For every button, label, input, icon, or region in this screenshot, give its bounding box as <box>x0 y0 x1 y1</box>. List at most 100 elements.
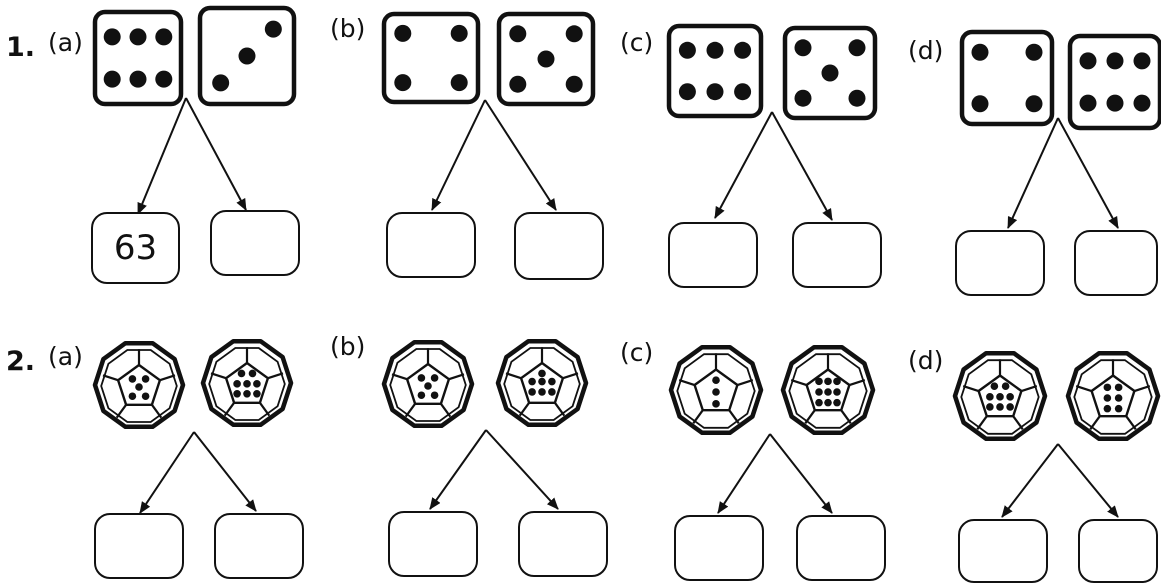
die-pip <box>129 70 147 88</box>
die-pip <box>155 70 173 88</box>
q2-d-die-2 <box>1065 350 1161 442</box>
arrow-right <box>1057 117 1119 229</box>
q1-c-answer-box-2[interactable] <box>792 222 882 288</box>
arrow-right <box>485 429 559 510</box>
q1-a-arrows <box>137 97 247 215</box>
dodecahedron-edge <box>1075 384 1092 393</box>
dodecahedron-dot <box>253 380 261 388</box>
q1-a-answer-box-2[interactable] <box>210 210 300 276</box>
q2-d-answer-box-1[interactable] <box>958 519 1048 583</box>
arrow-left <box>137 97 187 215</box>
dodecahedron-edge <box>448 373 465 381</box>
die-pip <box>706 83 724 101</box>
dodecahedron-dot <box>815 377 823 386</box>
die-pip <box>678 41 696 59</box>
q2-a-answer-box-1[interactable] <box>94 513 184 579</box>
q2-c-answer-box-2[interactable] <box>796 515 886 581</box>
q1-part-c-label: (c) <box>620 28 654 57</box>
dodecahedron-dot <box>824 398 832 407</box>
dodecahedron-dot <box>424 382 432 390</box>
q2-c-answer-box-1[interactable] <box>674 515 764 581</box>
q1-c-answer-box-1[interactable] <box>668 222 758 288</box>
q1-b-arrows <box>431 99 557 211</box>
die-pip <box>264 20 282 38</box>
dodecahedron-edge <box>505 372 522 380</box>
dodecahedron-dot <box>538 369 546 378</box>
q1-b-die-1 <box>381 11 481 105</box>
q1-a-answer-box-1[interactable]: 63 <box>91 212 180 284</box>
die-pip <box>509 75 527 93</box>
q2-d-answer-box-2[interactable] <box>1078 519 1158 583</box>
q2-c-die-1 <box>668 344 764 436</box>
die-pip <box>394 74 412 92</box>
dodecahedron-dot <box>248 369 257 378</box>
arrow-left <box>1001 443 1059 518</box>
dodecahedron-edge <box>678 378 695 387</box>
q2-d-arrows <box>1001 443 1119 518</box>
q2-a-answer-box-2[interactable] <box>214 513 304 579</box>
dodecahedron-dot <box>815 398 823 407</box>
dodecahedron-edge <box>210 372 227 380</box>
q1-b-answer-box-2[interactable] <box>514 212 604 280</box>
dodecahedron-dot <box>996 393 1004 401</box>
q1-b-answer-box-1[interactable] <box>386 212 476 278</box>
dodecahedron-dot <box>538 377 546 386</box>
die-pip <box>509 25 527 43</box>
die-pip <box>1025 95 1043 113</box>
dodecahedron-dot <box>128 375 137 383</box>
q2-b-answer-box-1[interactable] <box>388 511 478 577</box>
q1-d-die-1 <box>959 29 1055 127</box>
dodecahedron-dot <box>1114 404 1123 413</box>
q2-b-arrows <box>429 429 559 510</box>
dodecahedron-dot <box>430 374 439 382</box>
q2-c-die-2 <box>780 344 876 436</box>
die-pip <box>734 41 752 59</box>
die-pip <box>1133 52 1151 70</box>
die-pip <box>678 83 696 101</box>
dodecahedron-dot <box>824 388 832 396</box>
dodecahedron-edge <box>1021 384 1038 393</box>
dodecahedron-dot <box>417 374 426 382</box>
dodecahedron-edge <box>159 374 176 382</box>
q2-b-answer-box-2[interactable] <box>518 511 608 577</box>
dodecahedron-dot <box>712 376 720 384</box>
die-pip <box>1079 94 1097 112</box>
dodecahedron-dot <box>712 400 720 408</box>
q2-part-d-label: (d) <box>908 346 944 375</box>
q2-b-die-1 <box>381 339 475 429</box>
die-pip <box>565 75 583 93</box>
die-pip <box>821 64 839 82</box>
dodecahedron-inner-ring <box>389 348 467 422</box>
dodecahedron-inner-ring <box>1073 359 1153 435</box>
dodecahedron-dot <box>141 392 150 401</box>
q1-c-arrows <box>714 111 833 221</box>
die-pip <box>450 74 468 92</box>
die-outline <box>1067 33 1161 131</box>
q2-part-a-label: (a) <box>48 342 83 371</box>
die-pip <box>794 89 812 107</box>
dodecahedron-edge <box>391 373 408 381</box>
q1-d-answer-box-2[interactable] <box>1074 230 1158 296</box>
q1-part-b-label: (b) <box>330 14 366 43</box>
dodecahedron-edge <box>102 374 119 382</box>
q1-c-die-2 <box>782 25 878 121</box>
q1-d-answer-box-1[interactable] <box>955 230 1045 296</box>
arrow-right <box>771 111 833 221</box>
die-pip <box>848 39 866 57</box>
dodecahedron-dot <box>237 369 246 378</box>
q2-a-die-2 <box>200 338 294 428</box>
dodecahedron-dot <box>986 403 994 411</box>
dodecahedron-dot <box>1114 383 1123 392</box>
dodecahedron-edge <box>1134 384 1151 393</box>
dodecahedron-dot <box>430 391 439 400</box>
die-pip <box>238 47 256 65</box>
die-pip <box>794 39 812 57</box>
dodecahedron-inner-ring <box>960 359 1040 435</box>
q1-d-arrows <box>1007 117 1119 229</box>
dodecahedron-dot <box>128 392 137 401</box>
die-pip <box>734 83 752 101</box>
arrow-left <box>717 433 771 514</box>
die-pip <box>848 89 866 107</box>
die-pip <box>706 41 724 59</box>
